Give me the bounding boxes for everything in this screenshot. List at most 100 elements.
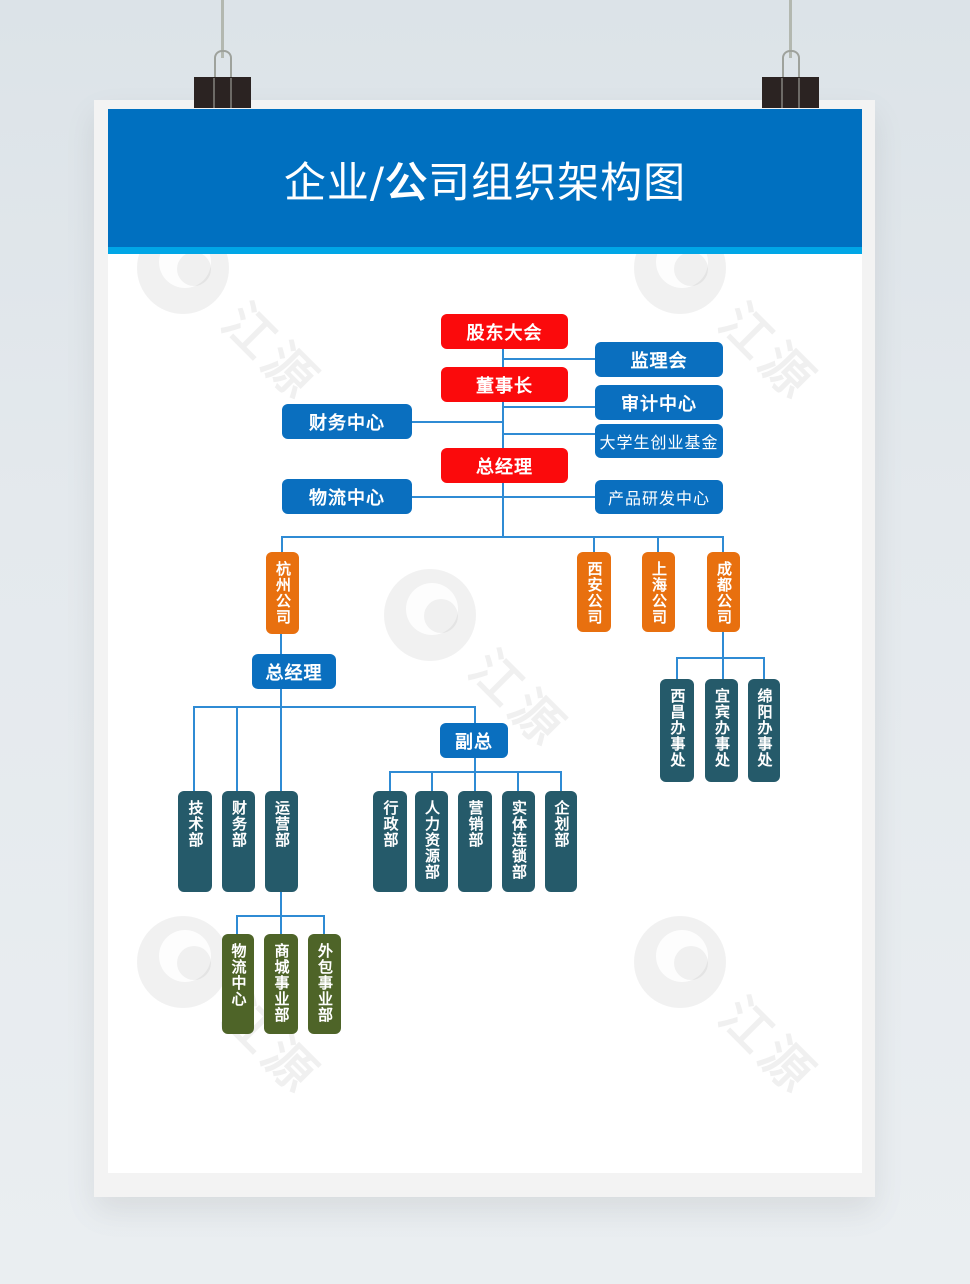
header-accent-stripe <box>108 247 862 254</box>
connector <box>657 536 659 552</box>
node-office-yibin: 宜宾办事处 <box>705 679 738 782</box>
node-general-manager: 总经理 <box>441 448 568 483</box>
node-unit-mall: 商城事业部 <box>264 934 298 1034</box>
node-label: 上海公司 <box>650 561 668 625</box>
node-dept-planning: 企划部 <box>545 791 577 892</box>
node-label: 总经理 <box>476 456 533 478</box>
node-label: 宜宾办事处 <box>713 688 731 768</box>
node-unit-logistics: 物流中心 <box>222 934 254 1034</box>
connector <box>503 358 595 360</box>
connector <box>323 915 325 934</box>
node-label: 监理会 <box>630 350 688 372</box>
connector <box>503 406 595 408</box>
header-banner <box>108 109 862 247</box>
node-office-mianyang: 绵阳办事处 <box>748 679 780 782</box>
clip-wire <box>798 78 800 108</box>
node-branch-chengdu: 成都公司 <box>707 552 740 632</box>
connector-trunk <box>502 349 504 537</box>
connector <box>389 771 391 791</box>
connector <box>503 433 595 435</box>
node-student-fund: 大学生创业基金 <box>595 424 723 458</box>
node-label: 西昌办事处 <box>668 688 687 768</box>
node-dept-operations: 运营部 <box>265 791 298 892</box>
connector <box>412 496 595 498</box>
node-label: 股东大会 <box>466 322 543 344</box>
watermark-text: 江源 <box>708 986 829 1107</box>
connector <box>280 634 282 791</box>
node-rd-center: 产品研发中心 <box>595 480 723 514</box>
binder-clip-right <box>762 77 819 108</box>
node-label: 商城事业部 <box>272 943 291 1023</box>
node-board-chair: 董事长 <box>441 367 568 402</box>
title-prefix: 企业/ <box>283 158 386 207</box>
clip-wire <box>213 78 215 108</box>
connector <box>517 771 519 791</box>
connector <box>236 915 238 934</box>
node-branch-hangzhou: 杭州公司 <box>266 552 299 634</box>
node-label: 物流中心 <box>229 943 248 1007</box>
node-audit-center: 审计中心 <box>595 385 723 420</box>
connector <box>412 421 503 423</box>
connector <box>722 632 724 679</box>
node-shareholders-meeting: 股东大会 <box>441 314 568 349</box>
watermark-logo-icon <box>634 222 726 314</box>
connector <box>193 706 195 791</box>
clip-wire <box>230 78 232 108</box>
node-finance-center: 财务中心 <box>282 404 412 439</box>
node-unit-outsourcing: 外包事业部 <box>308 934 341 1034</box>
connector <box>236 706 238 791</box>
binder-clip-handle-right <box>782 50 800 80</box>
node-hangzhou-deputy: 副总 <box>440 723 508 758</box>
node-branch-shanghai: 上海公司 <box>642 552 675 632</box>
node-dept-tech: 技术部 <box>178 791 212 892</box>
title-bold-char: 公 <box>385 158 429 207</box>
node-label: 总经理 <box>265 662 323 684</box>
node-label: 杭州公司 <box>274 561 292 625</box>
hanging-string-right <box>789 0 792 58</box>
node-label: 董事长 <box>476 375 533 397</box>
watermark-logo-icon <box>384 569 476 661</box>
node-label: 人力资源部 <box>423 800 441 880</box>
node-label: 产品研发中心 <box>607 489 710 508</box>
connector <box>676 657 678 679</box>
node-dept-marketing: 营销部 <box>458 791 492 892</box>
node-label: 实体连锁部 <box>510 800 528 880</box>
node-label: 绵阳办事处 <box>755 688 774 768</box>
node-label: 物流中心 <box>309 487 385 509</box>
binder-clip-handle-left <box>214 50 232 80</box>
connector <box>593 536 595 552</box>
node-label: 企划部 <box>552 800 571 848</box>
connector <box>431 771 433 791</box>
connector <box>236 915 325 917</box>
node-supervisory-board: 监理会 <box>595 342 723 377</box>
node-dept-finance: 财务部 <box>222 791 255 892</box>
clip-wire <box>781 78 783 108</box>
node-dept-retail-chain: 实体连锁部 <box>502 791 535 892</box>
connector <box>722 536 724 552</box>
connector <box>280 892 282 934</box>
connector <box>763 657 765 679</box>
node-label: 成都公司 <box>715 561 733 625</box>
connector <box>676 657 765 659</box>
connector <box>560 771 562 791</box>
node-label: 审计中心 <box>621 393 697 415</box>
node-label: 大学生创业基金 <box>599 433 719 452</box>
node-label: 行政部 <box>381 800 400 848</box>
watermark-text: 江源 <box>211 292 332 413</box>
watermark-text: 江源 <box>708 292 829 413</box>
watermark-logo-icon <box>137 916 229 1008</box>
binder-clip-left <box>194 77 251 108</box>
node-label: 副总 <box>455 731 493 753</box>
node-label: 运营部 <box>273 800 291 848</box>
node-label: 营销部 <box>466 800 485 848</box>
connector <box>281 536 283 552</box>
connector <box>389 771 562 773</box>
node-label: 财务部 <box>230 800 248 848</box>
node-label: 外包事业部 <box>316 943 334 1023</box>
node-dept-hr: 人力资源部 <box>415 791 448 892</box>
hanging-string-left <box>221 0 224 58</box>
node-label: 西安公司 <box>585 561 604 625</box>
connector <box>193 706 476 708</box>
node-label: 技术部 <box>186 800 205 848</box>
connector <box>474 758 476 791</box>
